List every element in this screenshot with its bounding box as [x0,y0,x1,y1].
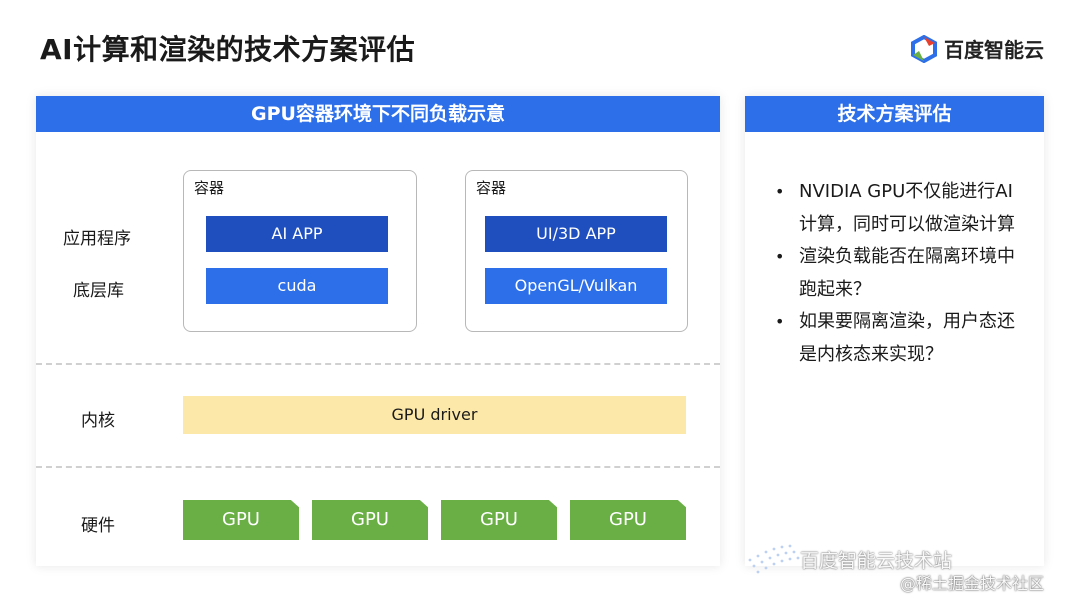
evaluation-panel: 技术方案评估 NVIDIA GPU不仅能进行AI计算，同时可以做渲染计算 渲染负… [745,96,1044,566]
container-title: 容器 [194,179,225,197]
layer-divider [36,363,720,365]
evaluation-header: 技术方案评估 [745,96,1044,132]
bullet-item: 渲染负载能否在隔离环境中跑起来？ [773,241,1023,306]
bullet-item: NVIDIA GPU不仅能进行AI计算，同时可以做渲染计算 [773,176,1023,241]
evaluation-bullet-list: NVIDIA GPU不仅能进行AI计算，同时可以做渲染计算 渲染负载能否在隔离环… [773,176,1023,371]
layer-label-hardware: 硬件 [81,516,115,536]
container-title: 容器 [476,179,507,197]
diagram-header: GPU容器环境下不同负载示意 [36,96,720,132]
gpu-chip: GPU [570,500,686,540]
layer-label-lib: 底层库 [73,281,124,301]
layer-label-app: 应用程序 [63,229,131,249]
watermark-account: 百度智能云技术站 [800,550,953,572]
gpu-chip: GPU [441,500,557,540]
workload-diagram-panel: GPU容器环境下不同负载示意 应用程序 底层库 容器 AI APP cuda 容… [36,96,720,566]
bullet-item: 如果要隔离渲染，用户态还是内核态来实现？ [773,306,1023,371]
lib-block-cuda: cuda [206,268,388,304]
container-box-ai: 容器 AI APP cuda [183,170,417,332]
container-box-3d: 容器 UI/3D APP OpenGL/Vulkan [465,170,688,332]
app-block-ai: AI APP [206,216,388,252]
decorative-dots-icon [748,544,800,574]
layer-label-kernel: 内核 [81,411,115,431]
layer-divider [36,466,720,468]
brand-name: 百度智能云 [944,38,1044,62]
gpu-chip: GPU [183,500,299,540]
cloud-logo-icon [911,34,937,63]
slide-title: AI计算和渲染的技术方案评估 [40,33,416,66]
brand-logo: 百度智能云 [910,34,1044,63]
app-block-3d: UI/3D APP [485,216,667,252]
gpu-driver-bar: GPU driver [183,396,686,434]
lib-block-opengl: OpenGL/Vulkan [485,268,667,304]
watermark-site: @稀土掘金技术社区 [900,574,1045,593]
gpu-chip: GPU [312,500,428,540]
